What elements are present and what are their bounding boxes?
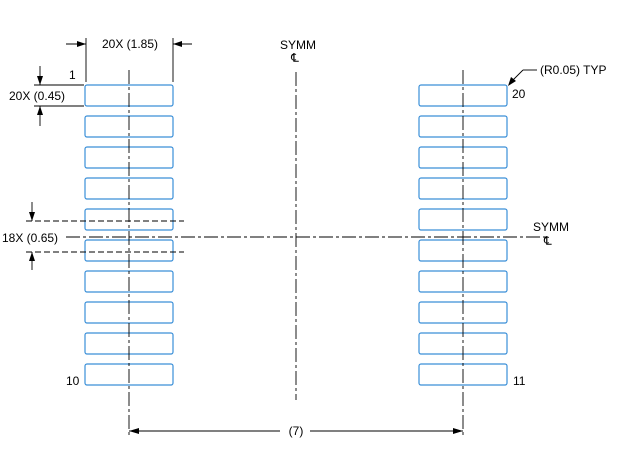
- symm-label-top: SYMM: [280, 38, 316, 52]
- pitch-label: 18X (0.65): [2, 231, 58, 245]
- pin-11-label: 11: [513, 374, 526, 388]
- pin-20-label: 20: [512, 87, 526, 101]
- left-pad-column: [84, 84, 174, 386]
- corner-radius-label: (R0.05) TYP: [540, 63, 606, 77]
- pad-height-label: 20X (0.45): [9, 89, 65, 103]
- pad-width-label: 20X (1.85): [102, 37, 158, 51]
- centerline-symbol-top: ℄: [290, 51, 299, 65]
- pin-10-label: 10: [66, 374, 80, 388]
- pad-width-dimension: 20X (1.85): [66, 37, 192, 82]
- centerline-symbol-right: ℄: [543, 234, 552, 248]
- pad-height-dimension: 20X (0.45): [9, 66, 84, 126]
- pin-1-label: 1: [69, 68, 76, 82]
- symm-label-right: SYMM: [533, 220, 569, 234]
- row-span-label: (7): [289, 424, 304, 438]
- pitch-dimension: 18X (0.65): [2, 202, 184, 270]
- row-span-dimension: (7): [129, 424, 463, 438]
- corner-radius-callout: (R0.05) TYP: [508, 63, 606, 86]
